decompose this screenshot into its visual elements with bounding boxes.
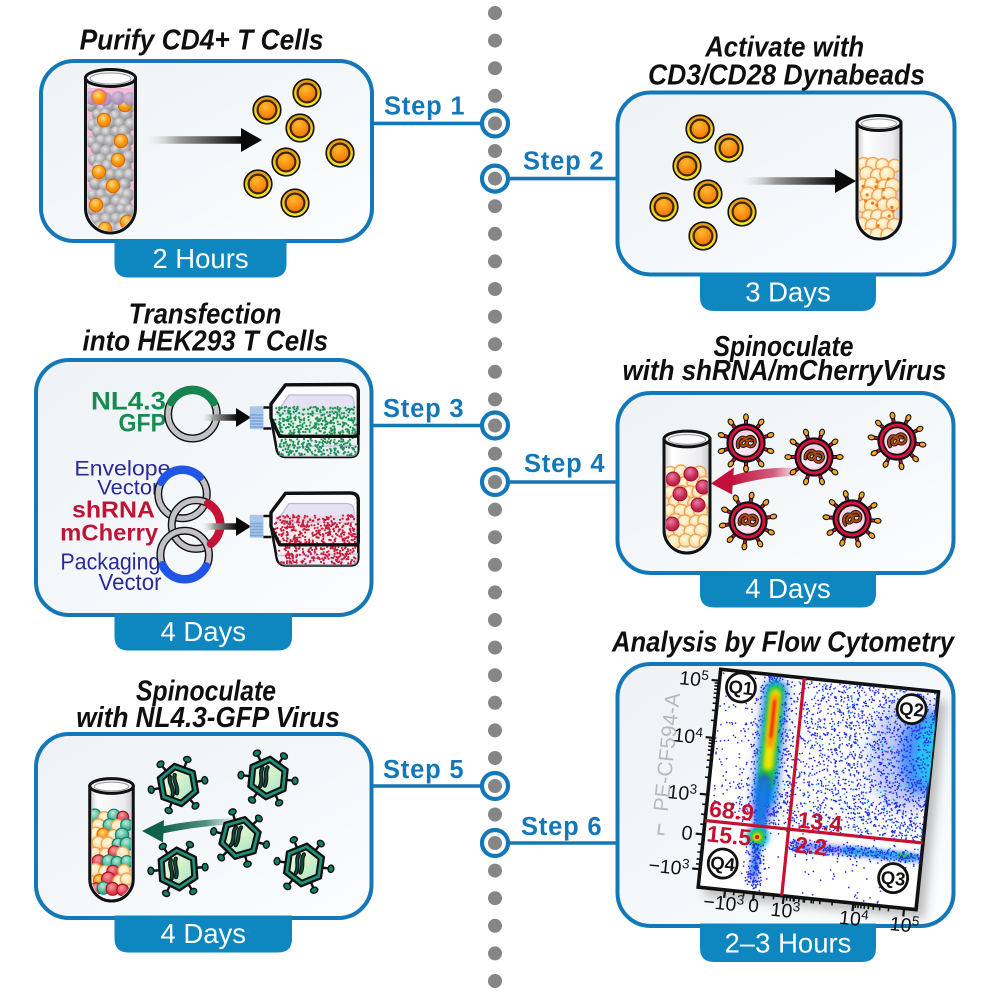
- svg-text:GFP: GFP: [119, 410, 167, 438]
- svg-text:68.9: 68.9: [708, 795, 755, 825]
- svg-text:NL4.3: NL4.3: [91, 388, 166, 416]
- svg-text:Step 2: Step 2: [523, 148, 604, 176]
- svg-text:Step 4: Step 4: [524, 450, 605, 478]
- svg-text:13.4: 13.4: [796, 807, 843, 837]
- svg-text:with shRNA/mCherryVirus: with shRNA/mCherryVirus: [623, 355, 947, 387]
- svg-text:Step 6: Step 6: [521, 813, 602, 841]
- svg-text:0: 0: [747, 895, 760, 917]
- svg-text:Step 3: Step 3: [383, 395, 464, 423]
- svg-text:Spinoculate: Spinoculate: [714, 331, 854, 363]
- svg-text:2 Hours: 2 Hours: [152, 243, 248, 274]
- svg-text:Spinoculate: Spinoculate: [136, 676, 276, 708]
- svg-text:Activate with: Activate with: [704, 32, 864, 64]
- svg-text:Transfection: Transfection: [129, 299, 282, 331]
- svg-text:2–3 Hours: 2–3 Hours: [725, 928, 852, 959]
- svg-text:15.5: 15.5: [705, 820, 752, 850]
- svg-text:Q2: Q2: [898, 697, 925, 720]
- svg-text:Q4: Q4: [709, 852, 736, 875]
- svg-text:Vector: Vector: [97, 476, 159, 500]
- svg-text:Purify CD4+ T Cells: Purify CD4+ T Cells: [80, 25, 324, 57]
- svg-text:Packaging: Packaging: [60, 549, 160, 575]
- svg-text:Q1: Q1: [728, 676, 755, 699]
- svg-text:mCherry: mCherry: [60, 520, 158, 546]
- svg-text:CD3/CD28 Dynabeads: CD3/CD28 Dynabeads: [648, 60, 925, 92]
- svg-text:with NL4.3-GFP Virus: with NL4.3-GFP Virus: [76, 702, 340, 734]
- svg-text:0: 0: [680, 822, 693, 845]
- svg-text:shRNA: shRNA: [72, 497, 155, 523]
- svg-text:Q3: Q3: [880, 866, 907, 889]
- svg-text:4 Days: 4 Days: [745, 573, 831, 604]
- svg-text:4 Days: 4 Days: [160, 616, 246, 647]
- svg-text:into HEK293 T Cells: into HEK293 T Cells: [83, 326, 329, 358]
- svg-text:Analysis by Flow Cytometry: Analysis by Flow Cytometry: [611, 627, 956, 659]
- svg-text:Vector: Vector: [99, 569, 162, 595]
- svg-text:Step 1: Step 1: [384, 93, 465, 121]
- svg-text:Envelope: Envelope: [74, 457, 170, 481]
- svg-text:4 Days: 4 Days: [160, 918, 246, 949]
- svg-text:2.2: 2.2: [794, 831, 828, 860]
- svg-text:3 Days: 3 Days: [745, 277, 831, 308]
- svg-text:Step 5: Step 5: [383, 756, 464, 784]
